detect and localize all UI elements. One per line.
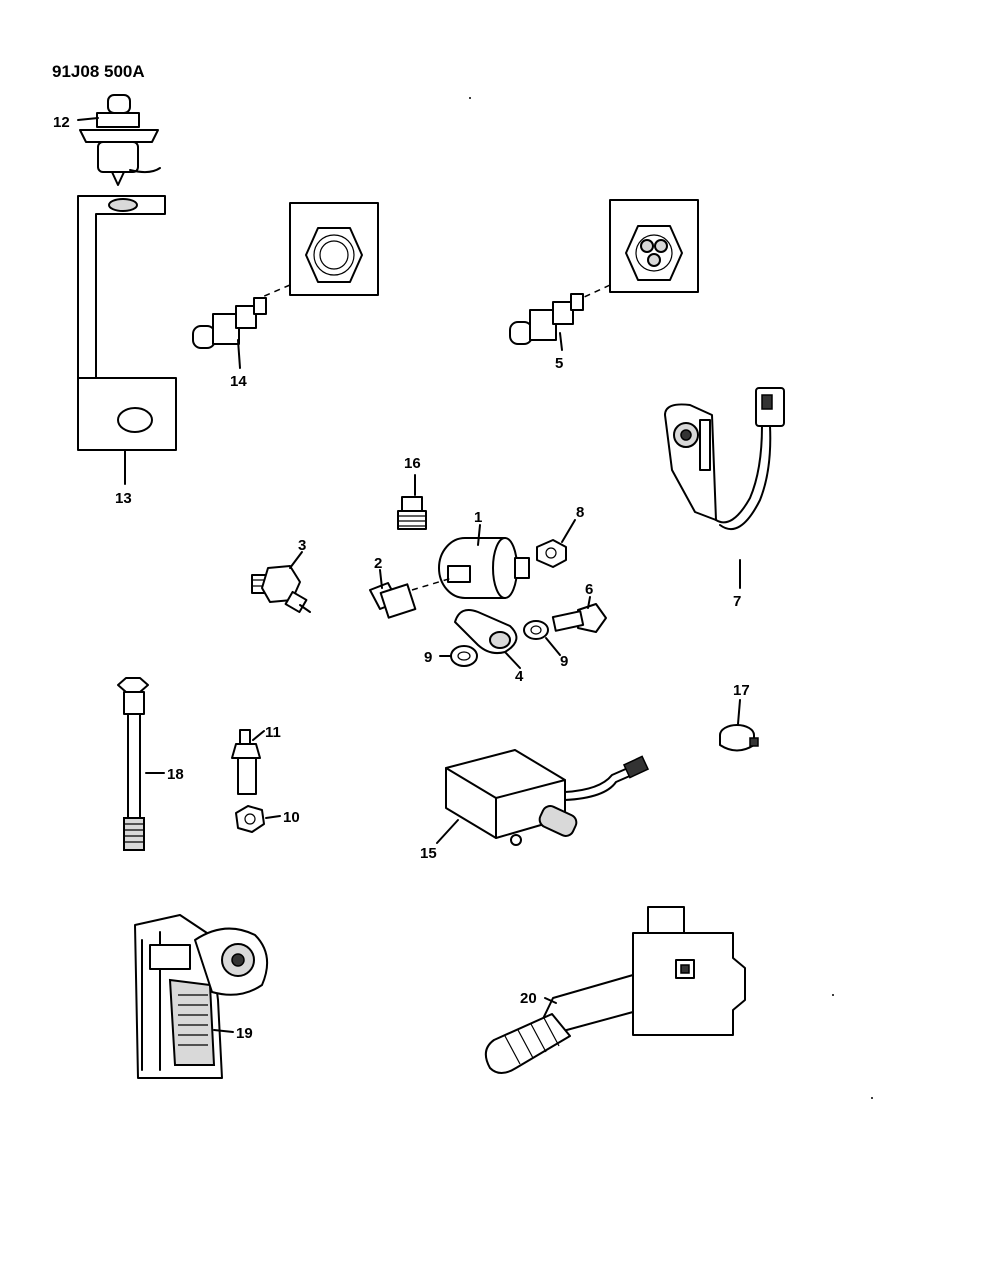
speck <box>832 994 834 996</box>
part-14-sensor <box>192 202 379 349</box>
callout-1: 1 <box>474 509 482 526</box>
speck <box>871 1097 873 1099</box>
callout-4: 4 <box>515 668 524 685</box>
part-6-bolt <box>551 603 607 633</box>
part-7-harness-sensor <box>664 387 785 531</box>
callout-2: 2 <box>374 555 382 572</box>
leader-lines <box>77 117 741 1033</box>
callout-10: 10 <box>283 809 300 826</box>
callout-7: 7 <box>733 593 741 610</box>
callout-17: 17 <box>733 682 750 699</box>
part-13-bracket <box>77 195 177 451</box>
callout-19: 19 <box>236 1025 253 1042</box>
part-15-module <box>445 749 650 846</box>
part-3-switch <box>251 565 311 614</box>
part-17-switch <box>719 724 759 752</box>
callout-9-right: 9 <box>560 653 568 670</box>
callouts: 12 13 14 5 7 16 1 8 2 3 6 9 9 4 17 18 11… <box>53 114 750 1042</box>
speck <box>469 97 471 99</box>
callout-5: 5 <box>555 355 563 372</box>
part-20-stalk-switch <box>484 906 746 1074</box>
callout-3: 3 <box>298 537 306 554</box>
part-12-switch <box>79 94 161 186</box>
callout-18: 18 <box>167 766 184 783</box>
part-9-washers <box>450 620 549 667</box>
part-11-sensor <box>231 729 261 795</box>
part-10-nut <box>235 805 265 833</box>
diagram-code: 91J08 500A <box>52 62 145 81</box>
part-8-nut <box>536 539 567 568</box>
part-16-plug <box>397 496 427 530</box>
part-19-switch-assembly <box>134 914 269 1079</box>
callout-12: 12 <box>53 114 70 131</box>
callout-20: 20 <box>520 990 537 1007</box>
part-1-sending-unit <box>438 537 530 599</box>
callout-13: 13 <box>115 490 132 507</box>
callout-6: 6 <box>585 581 593 598</box>
part-5-sensor <box>509 199 699 345</box>
callout-8: 8 <box>576 504 584 521</box>
callout-14: 14 <box>230 373 247 390</box>
callout-16: 16 <box>404 455 421 472</box>
part-4-banjo <box>454 609 518 655</box>
callout-9-left: 9 <box>424 649 432 666</box>
callout-15: 15 <box>420 845 437 862</box>
part-18-tube <box>117 677 149 851</box>
callout-11: 11 <box>265 724 281 741</box>
